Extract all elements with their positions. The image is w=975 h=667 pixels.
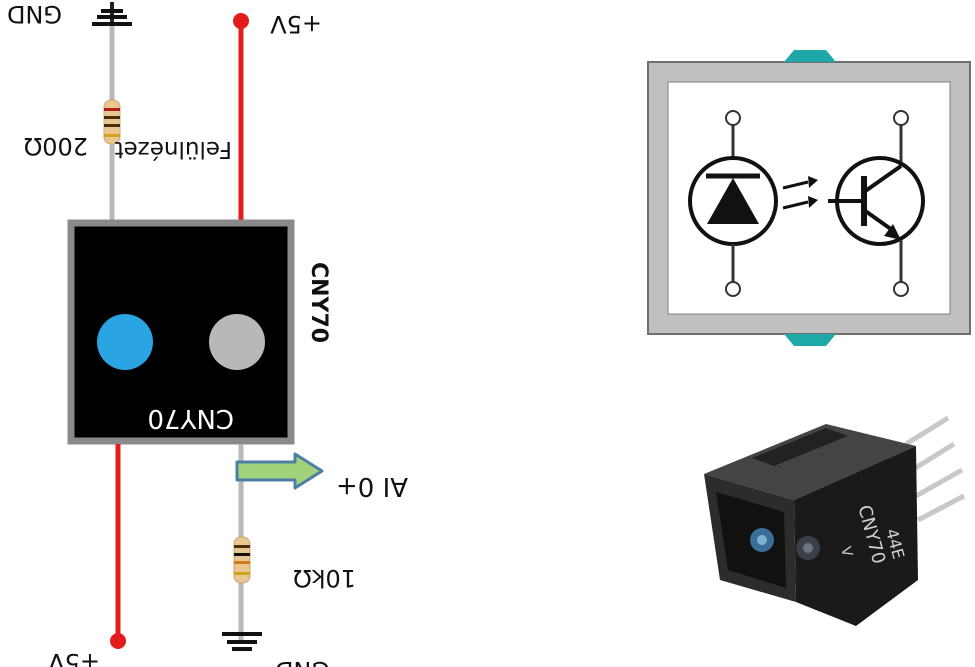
ground-icon xyxy=(222,632,262,651)
vcc-top-label: +5V xyxy=(270,10,322,38)
output-label: AI 0+ xyxy=(336,471,408,501)
resistor-top-icon xyxy=(103,99,121,145)
gnd-top-label: GND xyxy=(7,0,62,28)
detector-phototransistor xyxy=(209,314,265,370)
chip-face-label: CNY70 xyxy=(147,403,234,433)
output-arrow-icon xyxy=(235,452,324,490)
ground-icon xyxy=(92,2,132,26)
vcc-bottom-terminal xyxy=(110,633,126,649)
led-diode-symbol-icon xyxy=(688,110,778,297)
resistor-bottom-icon xyxy=(233,536,251,584)
vcc-bottom-label: +5V xyxy=(48,648,100,667)
cny70-schematic xyxy=(647,50,971,346)
chip-side-label: CNY70 xyxy=(306,262,331,343)
gnd-bottom-label: GND xyxy=(275,656,330,667)
emitter-led xyxy=(97,314,153,370)
light-arrows-icon xyxy=(782,176,818,210)
resistor-bottom-value: 10kΩ xyxy=(293,564,356,592)
phototransistor-symbol-icon xyxy=(828,110,925,297)
cny70-component-photo: CNY70 V 44E xyxy=(704,415,966,626)
photo-marking-v: V xyxy=(837,545,855,559)
resistor-top-caption: Felülnézet xyxy=(115,136,232,162)
resistor-top-value: 200Ω xyxy=(24,132,88,160)
